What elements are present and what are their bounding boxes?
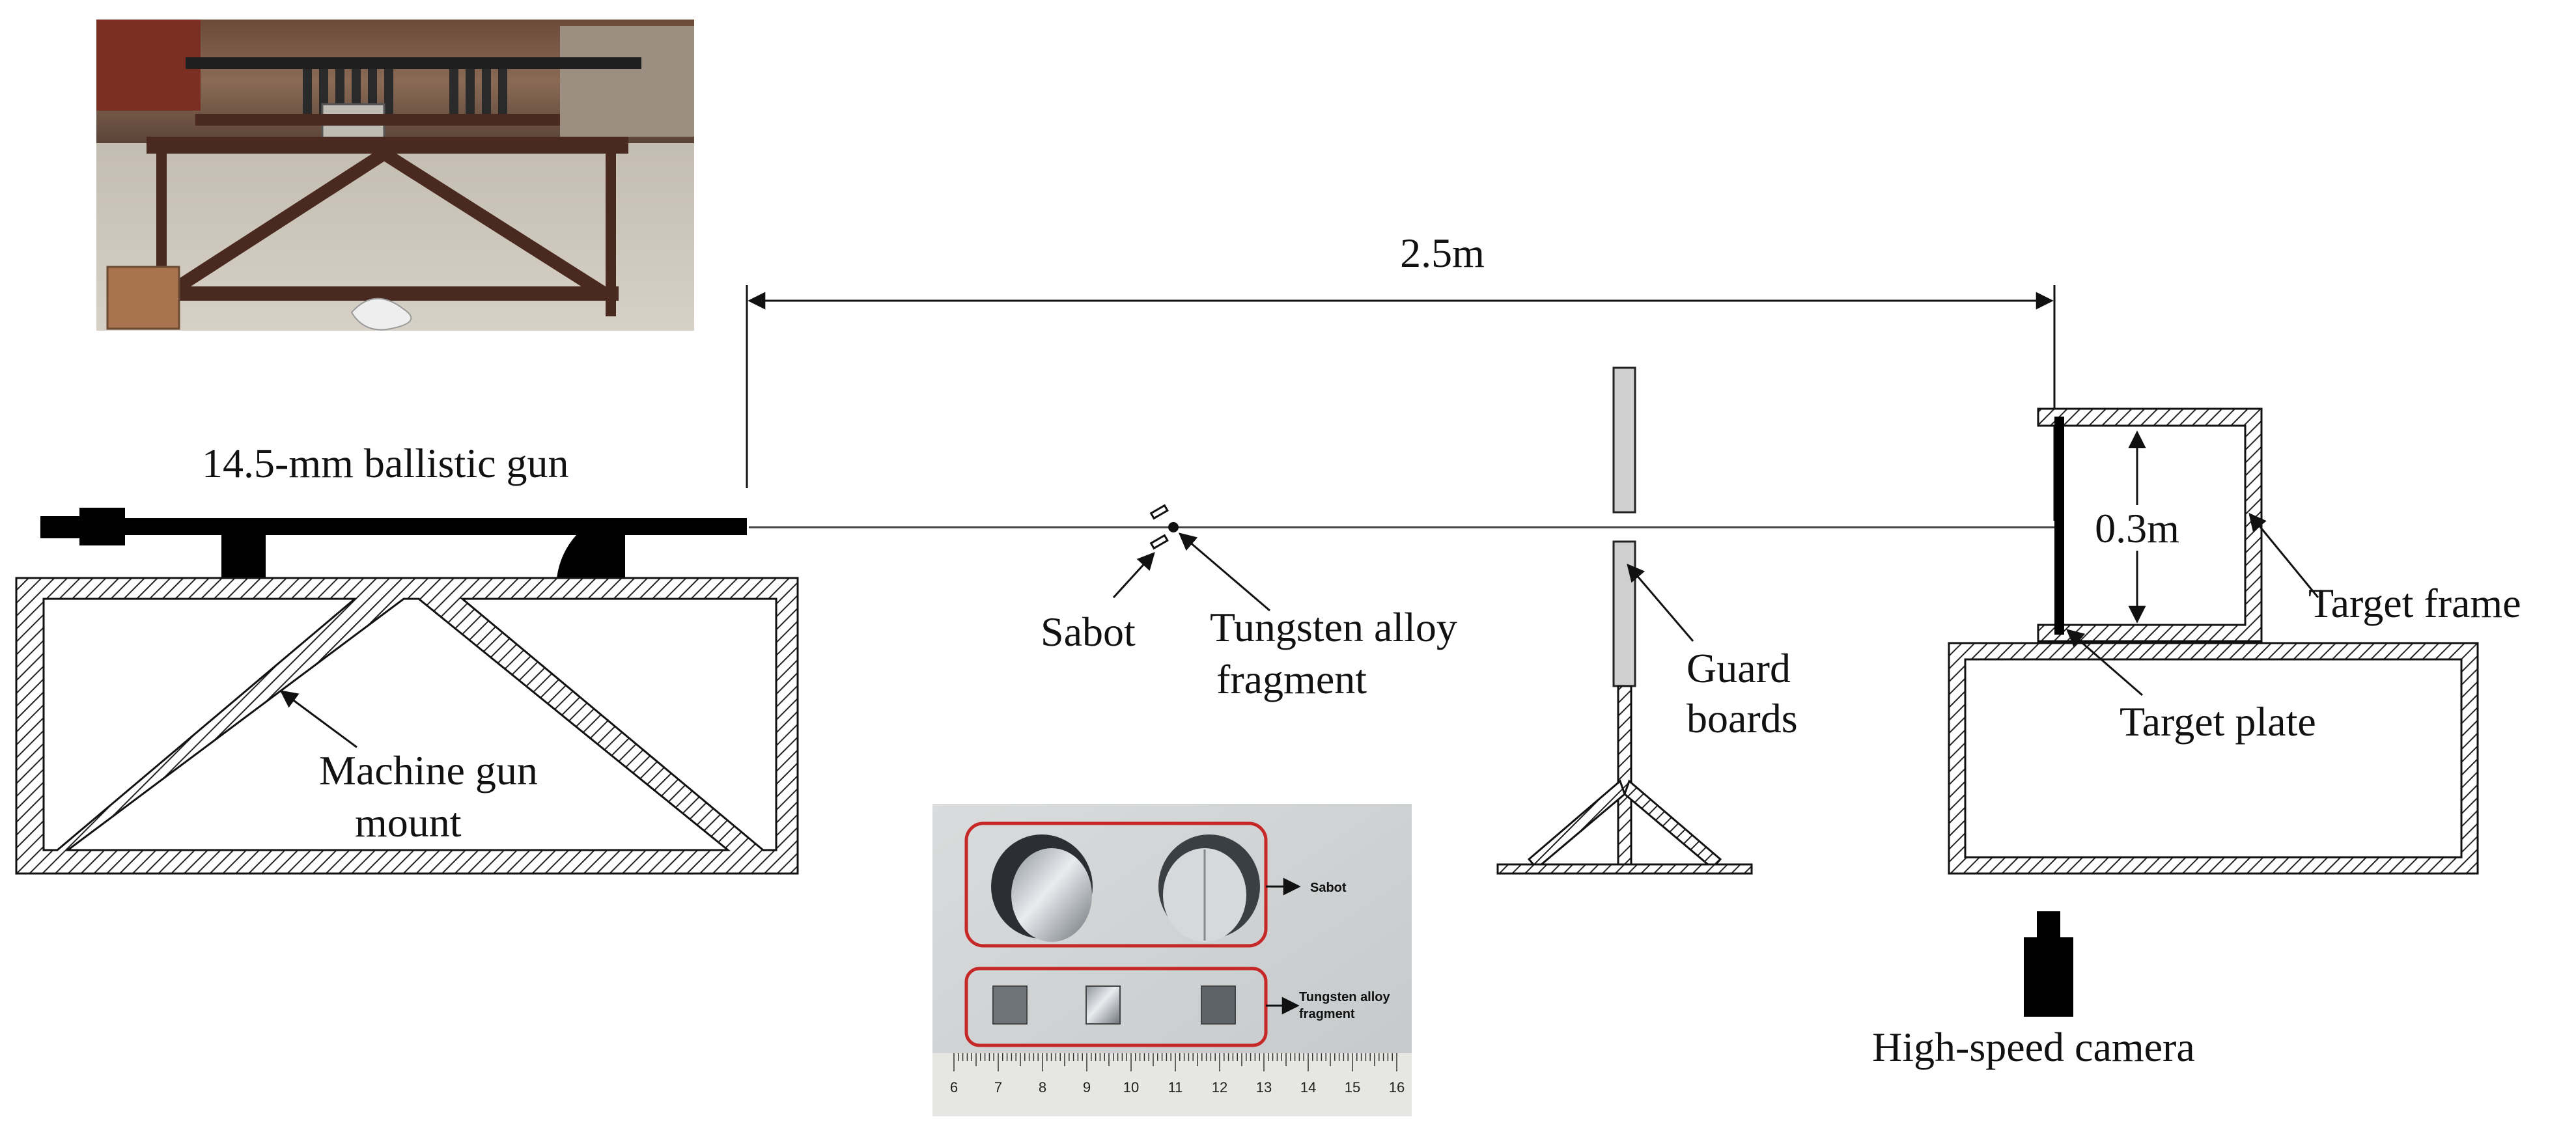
ruler-number: 14 — [1300, 1079, 1316, 1095]
distance-dimension: 2.5m — [746, 230, 2056, 521]
fragment-label-line1: Tungsten alloy — [1210, 604, 1457, 650]
target-frame — [2037, 407, 2263, 642]
frame-height-dimension: 0.3m — [2095, 430, 2179, 624]
ruler-number: 15 — [1345, 1079, 1360, 1095]
gun-label: 14.5-mm ballistic gun — [202, 440, 569, 486]
ruler-number: 9 — [1083, 1079, 1091, 1095]
camera-label: High-speed camera — [1872, 1024, 2195, 1070]
mount-pointer — [279, 690, 357, 749]
ruler-number: 7 — [994, 1079, 1002, 1095]
fragment-label-line2: fragment — [1216, 656, 1367, 702]
frame-height-label: 0.3m — [2095, 505, 2179, 551]
projectile — [1149, 504, 1179, 550]
gun-photo — [96, 20, 694, 331]
target-plate — [2054, 417, 2064, 635]
ruler-number: 16 — [1389, 1079, 1405, 1095]
ruler-number: 10 — [1123, 1079, 1139, 1095]
fragment-pointer — [1178, 532, 1270, 612]
sabot-photo-right — [1158, 834, 1260, 942]
target-plate-label: Target plate — [2120, 698, 2316, 745]
camera-icon — [2024, 911, 2073, 1017]
ruler-number: 12 — [1212, 1079, 1227, 1095]
distance-label: 2.5m — [1400, 230, 1485, 276]
target-stand — [1948, 642, 2479, 875]
photo-fragment-label-line1: Tungsten alloy — [1299, 990, 1391, 1004]
sabot-pointer — [1112, 552, 1155, 599]
mount-label-line1: Machine gun — [319, 747, 538, 793]
ruler-number: 8 — [1039, 1079, 1046, 1095]
sabot-label: Sabot — [1041, 609, 1136, 655]
ruler-number: 6 — [950, 1079, 958, 1095]
gun-mount — [15, 577, 799, 875]
photo-sabot-label: Sabot — [1310, 881, 1347, 895]
ruler: 6 7 8 9 10 11 12 13 14 15 16 — [932, 1053, 1412, 1116]
mount-label-line2: mount — [355, 799, 462, 846]
guard-boards — [1496, 366, 1753, 875]
ruler-number: 13 — [1256, 1079, 1272, 1095]
guard-label-line1: Guard — [1687, 645, 1791, 691]
target-frame-label: Target frame — [2308, 580, 2521, 626]
ruler-number: 11 — [1168, 1079, 1183, 1095]
target-frame-pointer — [2248, 512, 2319, 598]
ballistic-gun — [40, 508, 747, 578]
projectile-photo: Sabot Tungsten alloy fragment 6 7 8 9 10 11 12… — [932, 804, 1412, 1116]
guard-label-line2: boards — [1687, 695, 1798, 741]
guard-pointer — [1627, 563, 1694, 642]
photo-fragment-label-line2: fragment — [1299, 1007, 1355, 1021]
target-plate-pointer — [2065, 629, 2143, 696]
sabot-photo-left — [991, 834, 1093, 942]
